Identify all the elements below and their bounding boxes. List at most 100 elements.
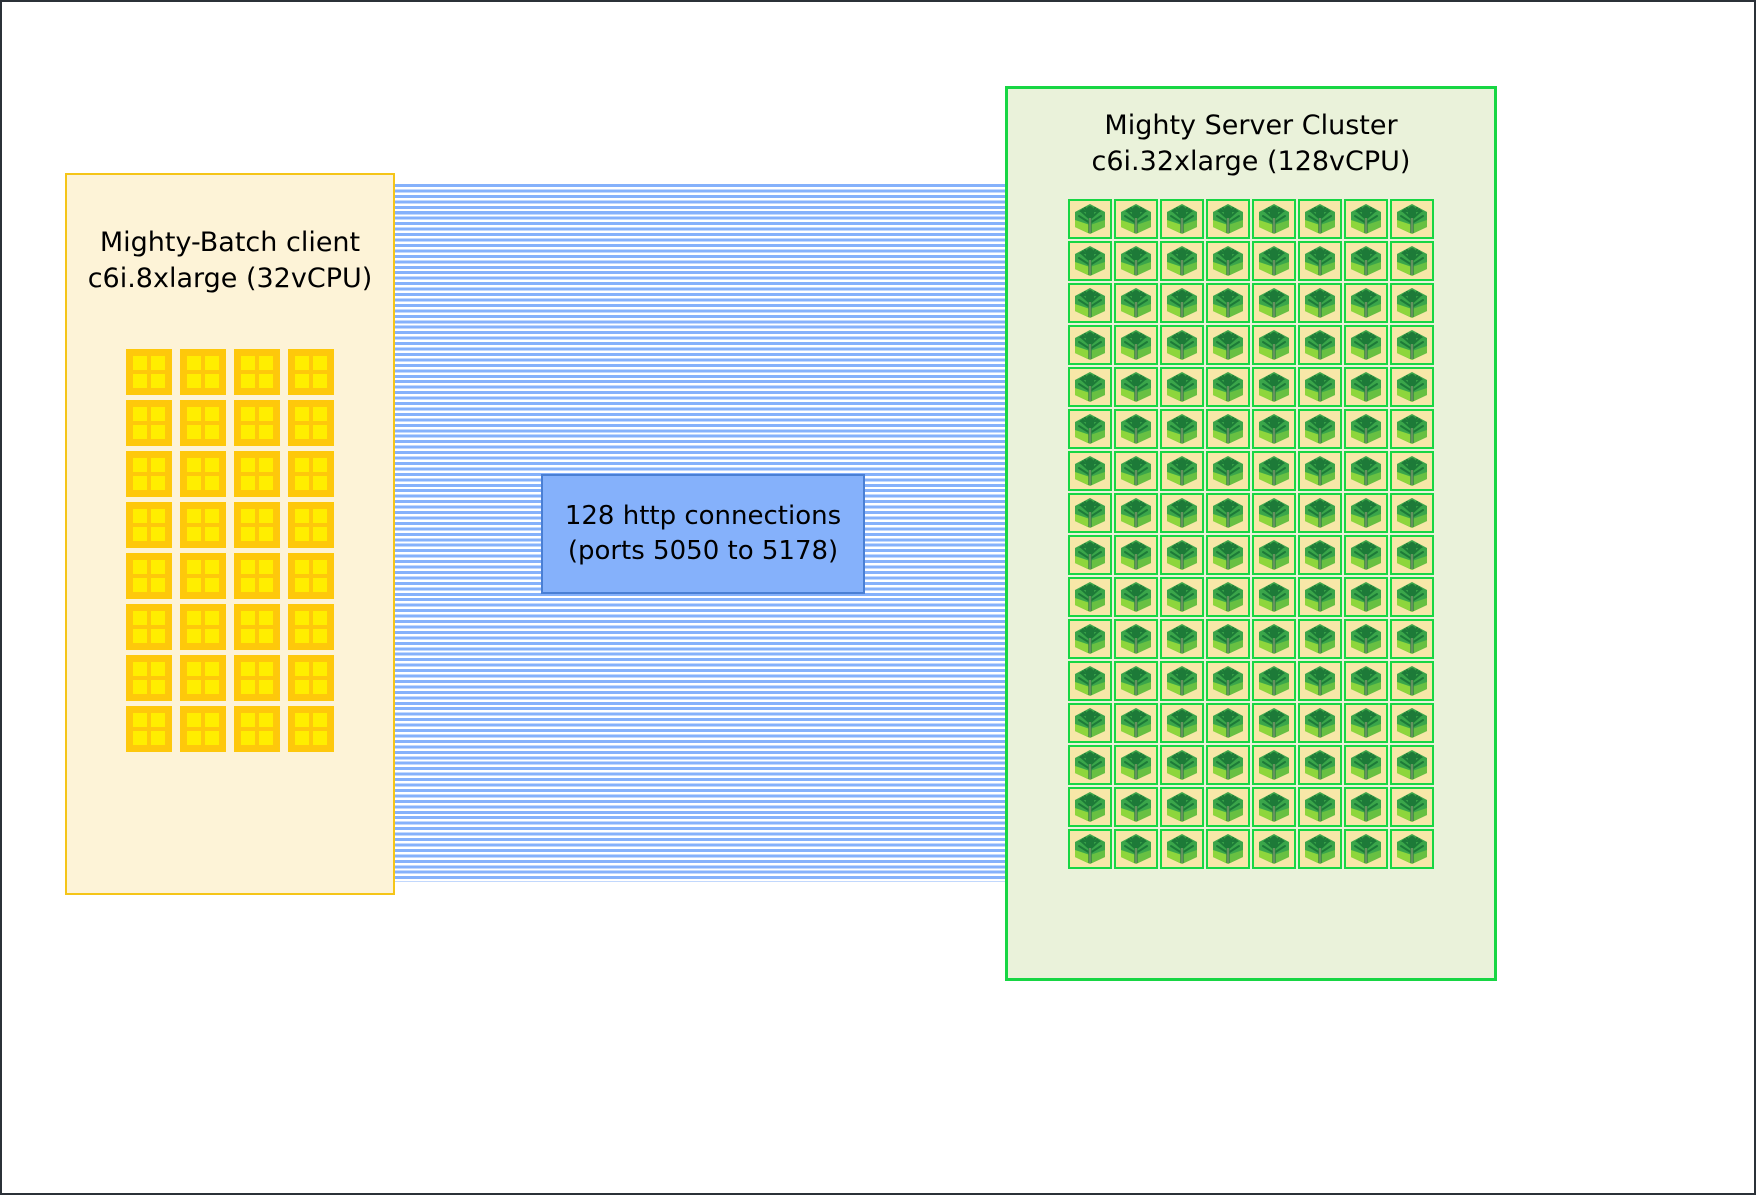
cpu-core-quadrant [295, 628, 309, 643]
tree-server-icon [1298, 282, 1342, 323]
cpu-core-quadrant [187, 424, 201, 439]
tree-server-icon [1068, 828, 1112, 869]
tree-server-icon [1390, 408, 1434, 449]
cpu-core-quadrant [133, 526, 147, 541]
client-title-line-1: Mighty-Batch client [99, 227, 361, 258]
tree-server-icon [1344, 450, 1388, 491]
cpu-core-quadrant [313, 526, 327, 541]
tree-server-icon [1252, 660, 1296, 701]
tree-server-icon [1252, 324, 1296, 365]
cpu-core-quadrant [187, 355, 201, 370]
tree-server-icon [1206, 660, 1250, 701]
tree-server-icon [1114, 492, 1158, 533]
cpu-core-quadrant [151, 679, 165, 694]
tree-server-icon [1068, 240, 1112, 281]
cpu-icon [126, 603, 172, 650]
cpu-icon [288, 552, 334, 599]
cpu-icon [180, 705, 226, 752]
tree-server-icon [1114, 366, 1158, 407]
cpu-core-quadrant [313, 373, 327, 388]
cpu-core-quadrant [259, 355, 273, 370]
cpu-core-quadrant [205, 730, 219, 745]
tree-server-icon [1160, 744, 1204, 785]
tree-server-icon [1252, 828, 1296, 869]
tree-server-icon [1160, 492, 1204, 533]
cpu-core-quadrant [205, 661, 219, 676]
cpu-core-quadrant [295, 610, 309, 625]
tree-server-icon [1160, 324, 1204, 365]
tree-server-icon [1206, 366, 1250, 407]
tree-server-icon [1390, 618, 1434, 659]
tree-server-icon [1344, 618, 1388, 659]
cpu-core-quadrant [313, 628, 327, 643]
cpu-core-quadrant [295, 475, 309, 490]
cpu-icon [234, 501, 280, 548]
cpu-icon [234, 603, 280, 650]
cpu-core-quadrant [205, 712, 219, 727]
tree-server-icon [1160, 702, 1204, 743]
cpu-icon [126, 450, 172, 497]
client-title-line-2: c6i.8xlarge (32vCPU) [87, 262, 373, 294]
tree-server-icon [1068, 450, 1112, 491]
tree-server-icon [1344, 492, 1388, 533]
cpu-core-quadrant [151, 730, 165, 745]
cpu-icon [288, 654, 334, 701]
tree-server-icon [1390, 450, 1434, 491]
tree-server-icon [1114, 198, 1158, 239]
cpu-core-quadrant [151, 661, 165, 676]
tree-server-icon [1206, 786, 1250, 827]
tree-server-icon [1344, 366, 1388, 407]
cpu-icon [126, 399, 172, 446]
cpu-core-quadrant [205, 406, 219, 421]
cpu-core-quadrant [241, 730, 255, 745]
cpu-core-quadrant [205, 577, 219, 592]
cpu-icon [180, 399, 226, 446]
cpu-core-quadrant [133, 475, 147, 490]
tree-server-icon [1252, 618, 1296, 659]
tree-server-icon [1344, 828, 1388, 869]
cpu-core-quadrant [187, 730, 201, 745]
tree-server-icon [1206, 240, 1250, 281]
tree-server-icon [1390, 534, 1434, 575]
cpu-core-quadrant [295, 355, 309, 370]
cpu-icon [288, 348, 334, 395]
cpu-icon [234, 654, 280, 701]
server-panel-title: Mighty Server Cluster c6i.32xlarge (128v… [1008, 108, 1494, 180]
cpu-core-quadrant [313, 730, 327, 745]
connection-label-line-2: (ports 5050 to 5178) [567, 536, 839, 566]
connection-label-box: 128 http connections (ports 5050 to 5178… [541, 474, 865, 594]
cpu-core-quadrant [241, 610, 255, 625]
cpu-core-quadrant [313, 424, 327, 439]
tree-server-icon [1206, 702, 1250, 743]
cpu-core-quadrant [241, 457, 255, 472]
tree-server-icon [1068, 618, 1112, 659]
tree-server-icon [1114, 450, 1158, 491]
tree-server-icon [1344, 744, 1388, 785]
cpu-core-quadrant [133, 679, 147, 694]
cpu-core-quadrant [295, 526, 309, 541]
cpu-core-quadrant [151, 610, 165, 625]
tree-server-icon [1068, 660, 1112, 701]
tree-server-icon [1114, 240, 1158, 281]
cpu-core-quadrant [133, 577, 147, 592]
tree-server-icon [1298, 324, 1342, 365]
tree-server-icon [1252, 450, 1296, 491]
cpu-core-quadrant [151, 559, 165, 574]
tree-server-icon [1390, 660, 1434, 701]
cpu-core-quadrant [133, 730, 147, 745]
tree-server-icon [1252, 492, 1296, 533]
cpu-core-quadrant [133, 559, 147, 574]
tree-server-icon [1344, 408, 1388, 449]
cpu-core-quadrant [241, 526, 255, 541]
cpu-core-quadrant [151, 526, 165, 541]
cpu-icon [126, 348, 172, 395]
tree-server-icon [1068, 324, 1112, 365]
tree-server-icon [1298, 828, 1342, 869]
cpu-core-quadrant [241, 628, 255, 643]
cpu-core-quadrant [187, 508, 201, 523]
tree-server-icon [1160, 282, 1204, 323]
tree-server-icon [1160, 828, 1204, 869]
cpu-icon [126, 654, 172, 701]
cpu-core-quadrant [259, 559, 273, 574]
tree-server-icon [1160, 660, 1204, 701]
